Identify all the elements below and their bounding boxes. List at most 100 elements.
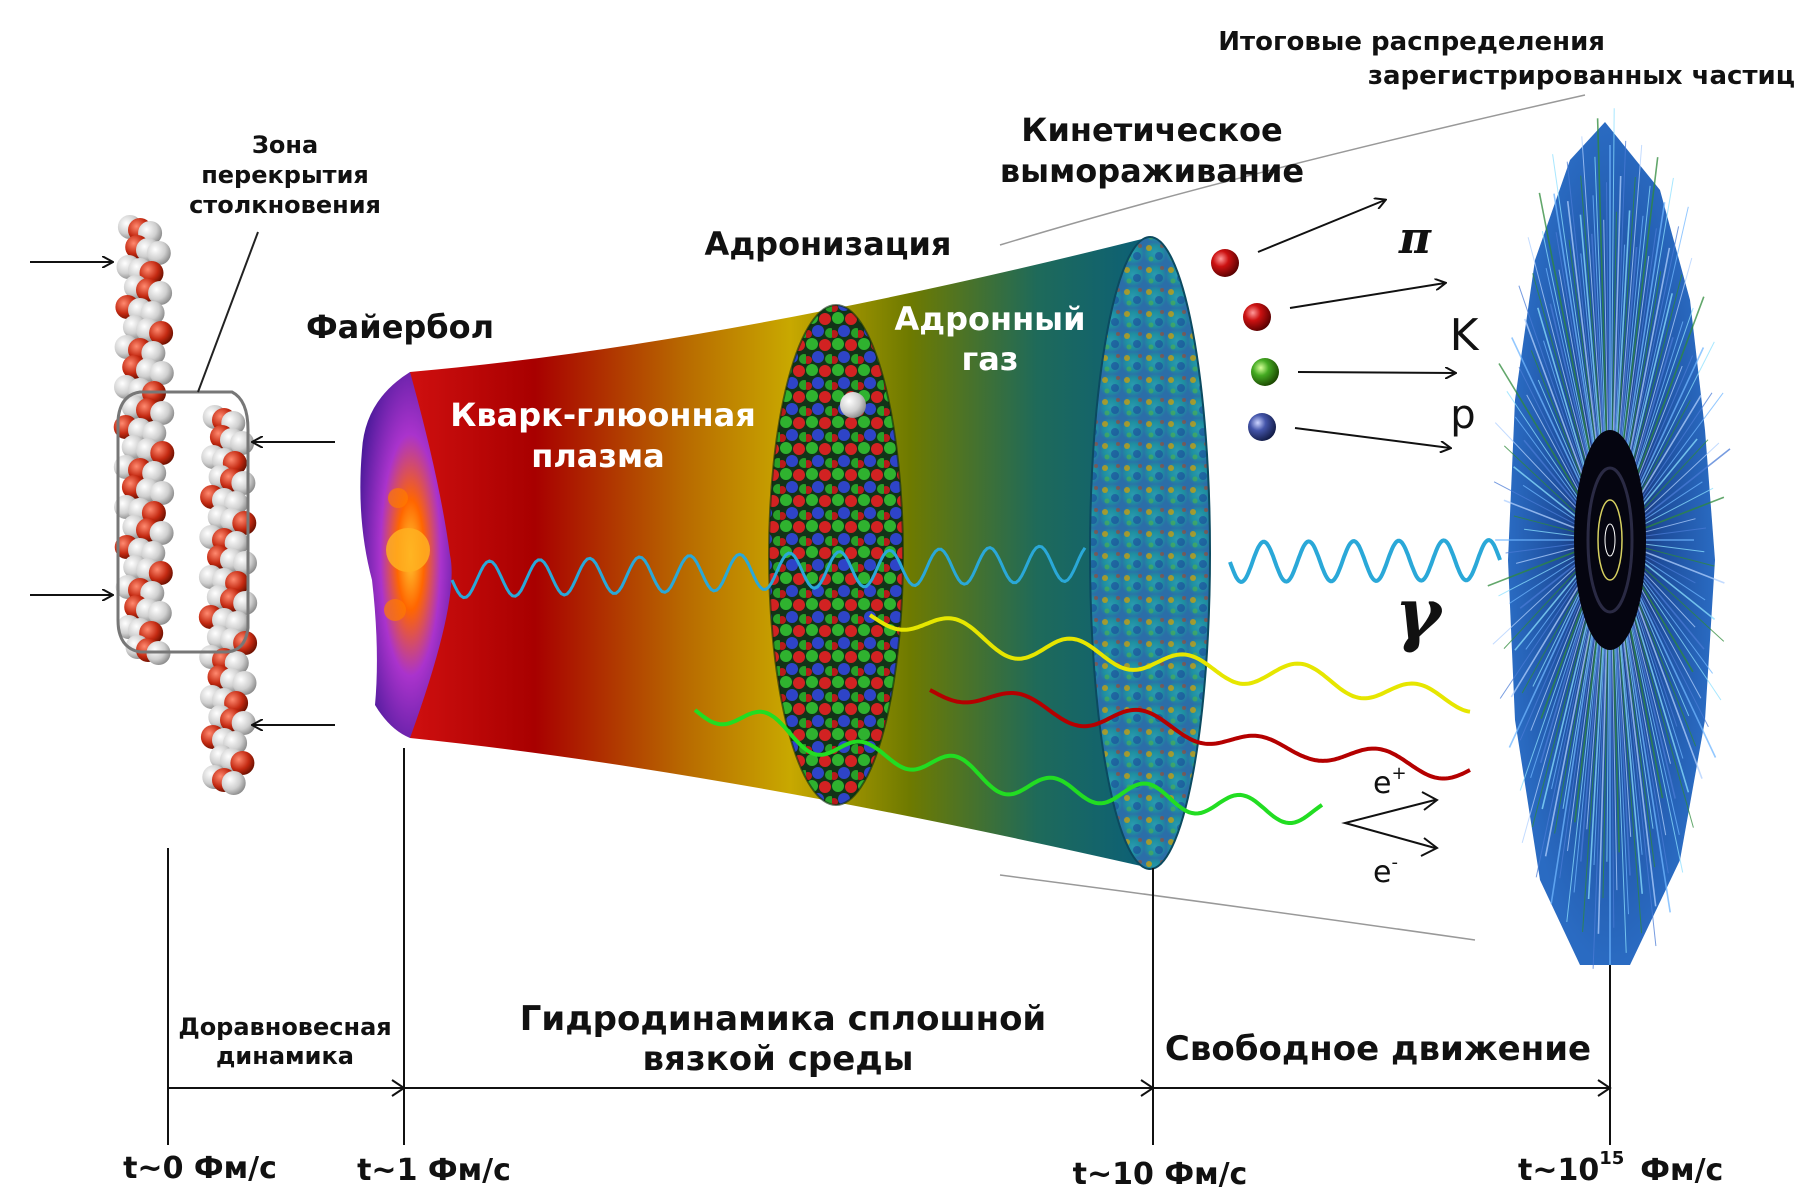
kaon-ball — [1243, 303, 1271, 331]
detector-track — [1596, 118, 1609, 478]
overlap-zone-outline — [116, 390, 250, 654]
colliding-nuclei — [113, 215, 259, 795]
detector-track — [1498, 363, 1593, 518]
detector-track — [1625, 573, 1703, 779]
overlap-zone-label-3: столкновения — [189, 191, 381, 219]
detector-track — [1503, 445, 1589, 526]
detector-track — [1612, 602, 1627, 953]
electron-symbol: e- — [1373, 852, 1398, 890]
hadronization-label: Адронизация — [705, 225, 952, 263]
pion-symbol: π — [1398, 213, 1432, 264]
proton-arrow — [1297, 372, 1455, 373]
neutral-ball — [1248, 413, 1276, 441]
overlap-zone-label-2: перекрытия — [201, 161, 369, 189]
red-wave — [929, 688, 1471, 781]
freezeout-disk — [1090, 237, 1210, 869]
fireball-label: Файербол — [306, 308, 494, 346]
nucleon — [148, 561, 173, 585]
nucleon — [147, 601, 172, 625]
cone-lower-outline — [999, 874, 1476, 941]
detector-track — [1594, 156, 1608, 481]
detector-track — [1622, 247, 1671, 490]
detector-track — [1610, 108, 1615, 487]
pre-equilibrium-label-2: динамика — [216, 1042, 354, 1070]
kinetic-freezeout-label: Кинетическое — [1021, 111, 1282, 149]
final-distributions-label: Итоговые распределения — [1218, 27, 1605, 57]
proton-symbol: p — [1450, 392, 1475, 438]
detector-track — [1531, 580, 1597, 828]
detector-track — [1612, 140, 1627, 478]
hadron-gas-label-2: газ — [962, 340, 1019, 378]
detector-track — [1541, 230, 1599, 496]
nucleon — [150, 441, 175, 465]
pion-arrow — [1257, 200, 1385, 253]
hadron-gas-label: Адронный — [894, 300, 1085, 338]
fireball-core — [386, 528, 430, 572]
nucleon — [146, 241, 171, 265]
free-motion-label: Свободное движение — [1165, 1029, 1591, 1069]
detector-track — [1620, 177, 1674, 492]
kaon-arrow — [1289, 283, 1445, 309]
detector-track — [1617, 594, 1657, 907]
nucleon — [232, 671, 257, 695]
hadron-highlight-ball — [840, 392, 866, 418]
neutral-arrow — [1294, 427, 1450, 448]
detector-track — [1550, 589, 1601, 904]
hydro-label: Гидродинамика сплошной — [520, 999, 1047, 1039]
detector-track — [1628, 341, 1715, 513]
positron-symbol: e+ — [1373, 763, 1407, 801]
nucleus-right — [198, 405, 258, 795]
green-wave — [693, 708, 1324, 825]
detector-track — [1503, 556, 1591, 649]
detector-track — [1518, 285, 1595, 506]
detector-track — [1617, 185, 1651, 482]
detector-track — [1487, 544, 1592, 587]
detector-track — [1573, 599, 1603, 893]
detector-track — [1492, 554, 1589, 645]
timeline — [167, 748, 1612, 1145]
time-label-t1: t~1 Фм/с — [357, 1153, 511, 1188]
detector-track — [1611, 175, 1622, 481]
detector-track — [1538, 192, 1599, 492]
detector-track — [1566, 161, 1603, 485]
nucleon — [150, 401, 175, 425]
nucleon — [148, 281, 173, 305]
detector-track — [1508, 569, 1593, 748]
nucleon — [221, 771, 246, 795]
detector-track — [1631, 552, 1716, 621]
detector-track — [1628, 561, 1722, 701]
detector-track — [1630, 442, 1720, 526]
nucleon — [233, 551, 257, 575]
detector-track — [1582, 592, 1606, 933]
detector-track — [1552, 154, 1603, 496]
photon-wave-free — [1228, 538, 1502, 584]
kaon-symbol: K — [1450, 310, 1480, 361]
detector-track — [1631, 448, 1731, 528]
nucleon — [230, 751, 255, 775]
detector-track — [1581, 136, 1607, 491]
overlap-zone-pointer — [197, 231, 259, 393]
detector-track — [1618, 584, 1671, 913]
yellow-wave — [868, 613, 1471, 714]
nucleon — [232, 511, 257, 535]
overlap-zone-label: Зона — [252, 131, 318, 159]
proton-ball — [1251, 358, 1279, 386]
pre-equilibrium-label: Доравновесная — [178, 1013, 391, 1041]
detector-track — [1614, 144, 1643, 489]
time-label-t10: t~10 Фм/с — [1073, 1157, 1248, 1192]
detector-track — [1521, 581, 1596, 844]
lepton-pair-arrows — [1341, 799, 1436, 849]
kinetic-freezeout-label-2: вымораживание — [1000, 152, 1304, 190]
nucleon — [149, 521, 174, 545]
final-distributions-label-2: зарегистрированных частиц — [1368, 61, 1795, 91]
nucleon — [233, 591, 258, 615]
nucleon — [149, 321, 174, 345]
detector-track — [1617, 598, 1657, 947]
nucleon — [231, 711, 256, 735]
photon-wave-tube — [450, 544, 1087, 600]
detector-event-display — [1487, 108, 1731, 969]
pion-ball — [1211, 249, 1239, 277]
detector-track — [1597, 602, 1609, 934]
